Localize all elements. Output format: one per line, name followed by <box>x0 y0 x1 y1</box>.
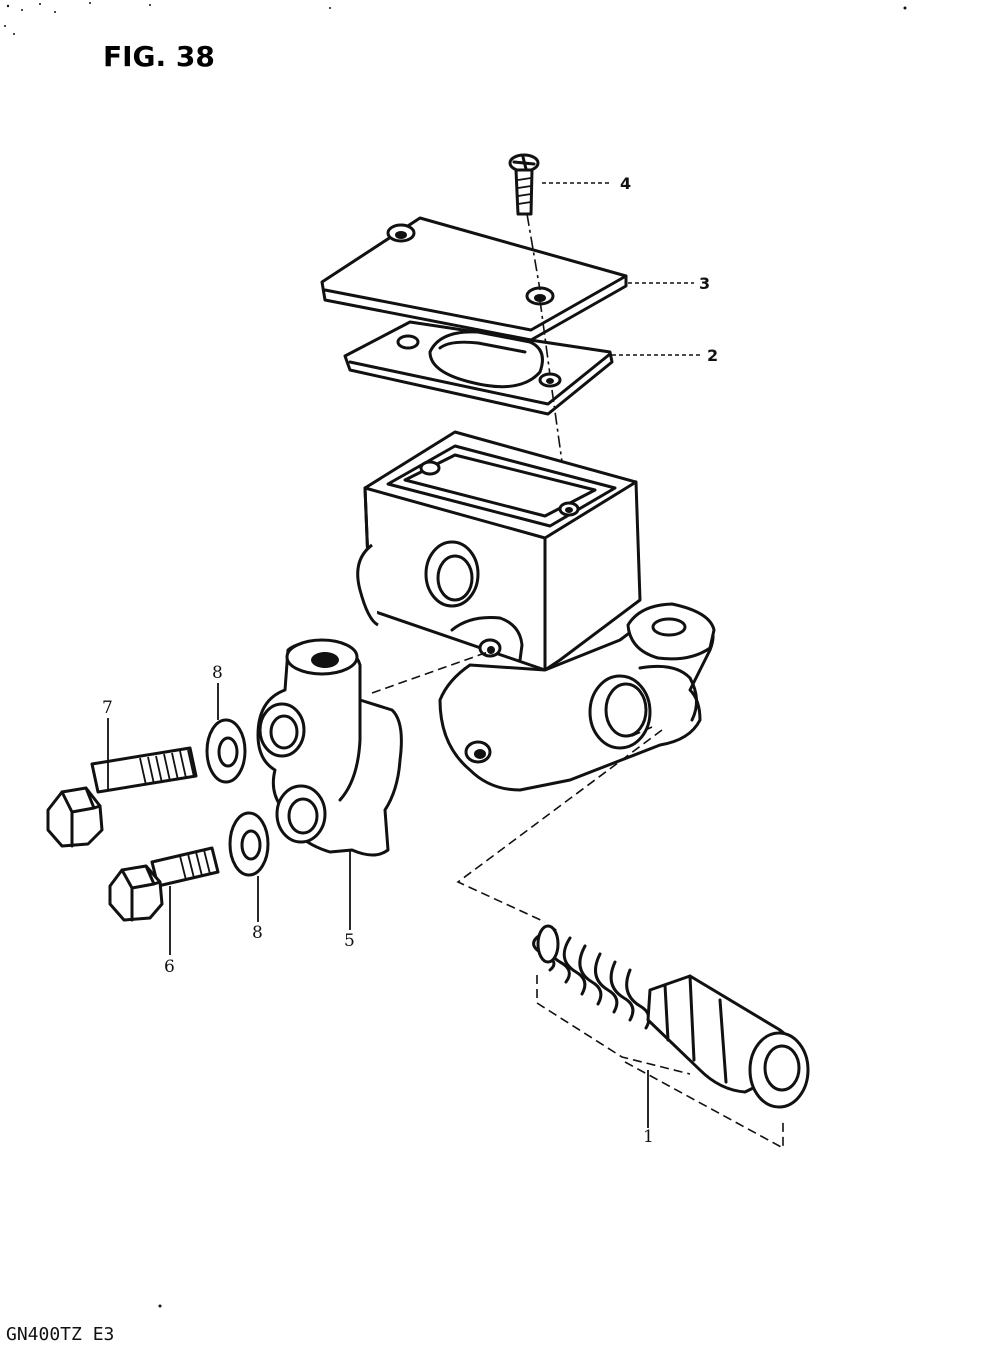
callout-7: 7 <box>102 698 113 718</box>
washer-part-8-upper <box>205 718 247 784</box>
callout-3: 3 <box>699 274 710 293</box>
leader-lines <box>107 182 702 1128</box>
washer-part-8-lower <box>228 811 270 877</box>
diaphragm-part-2 <box>343 320 614 416</box>
clamp-part-5 <box>256 638 403 857</box>
dash-lines-part-1 <box>456 726 784 1150</box>
callout-8-lower: 8 <box>252 923 263 943</box>
figure-title: FIG. 38 <box>103 40 215 73</box>
callout-6: 6 <box>164 957 175 977</box>
callout-1: 1 <box>643 1127 654 1147</box>
callout-5: 5 <box>344 931 355 951</box>
scan-noise <box>4 2 907 1308</box>
callout-8-upper: 8 <box>212 663 223 683</box>
model-code: GN400TZ E3 <box>6 1324 114 1345</box>
callout-4: 4 <box>620 174 631 193</box>
master-cylinder-body <box>356 430 716 792</box>
screw-part-4 <box>508 153 540 216</box>
bolt-part-7 <box>46 746 198 848</box>
dash-line-body-clamp <box>371 651 489 694</box>
reservoir-cap-part-3 <box>320 216 628 342</box>
callout-2: 2 <box>707 346 718 365</box>
bolt-part-6 <box>108 846 220 922</box>
piston-assembly-part-1 <box>532 924 810 1109</box>
